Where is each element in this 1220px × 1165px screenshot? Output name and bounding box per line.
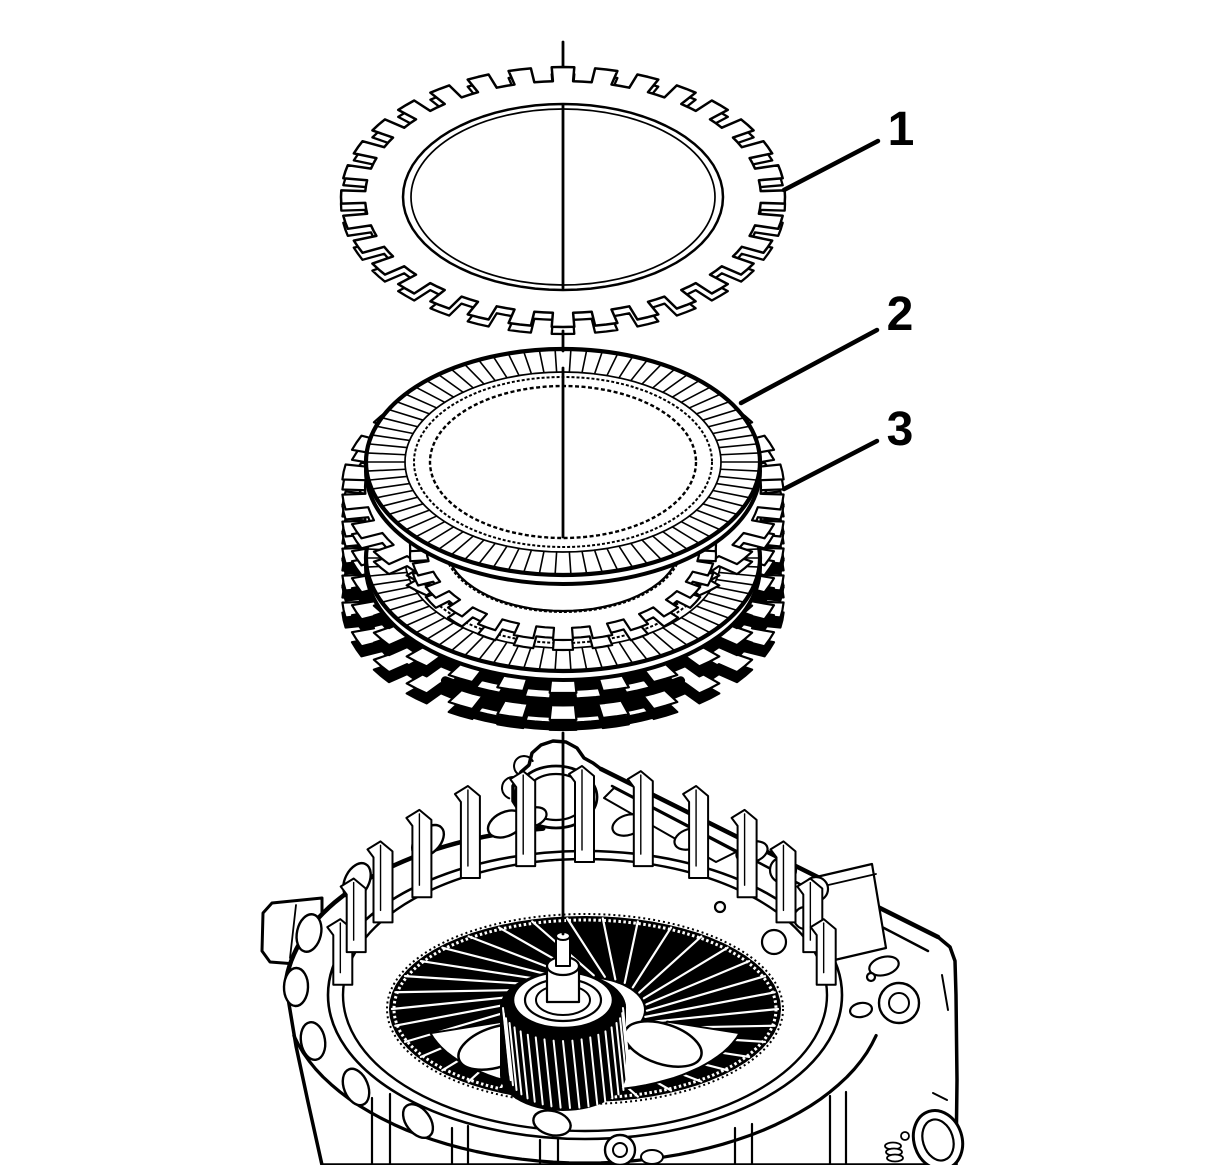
- callouts: 1 2 3: [738, 103, 915, 492]
- bolt-hole: [401, 1102, 435, 1140]
- leader-line-1: [781, 138, 881, 193]
- leader-line-2: [738, 327, 880, 406]
- side-port: [911, 1109, 965, 1165]
- shaft-tip: [555, 931, 571, 967]
- bolt-hole: [341, 1067, 371, 1107]
- case-lower-details: [370, 974, 965, 1165]
- bolt-hole: [299, 1020, 327, 1062]
- callout-label-2: 2: [887, 288, 914, 341]
- transmission-case: [260, 739, 965, 1165]
- plate-face: [339, 65, 787, 329]
- bolt-hole: [282, 966, 310, 1008]
- callout-label-3: 3: [887, 403, 914, 456]
- leader-line-3: [781, 438, 880, 492]
- case-interior-lugs: [326, 765, 837, 986]
- bolt-hole: [295, 913, 323, 953]
- callout-label-1: 1: [888, 103, 915, 156]
- bolt-hole: [532, 1109, 572, 1137]
